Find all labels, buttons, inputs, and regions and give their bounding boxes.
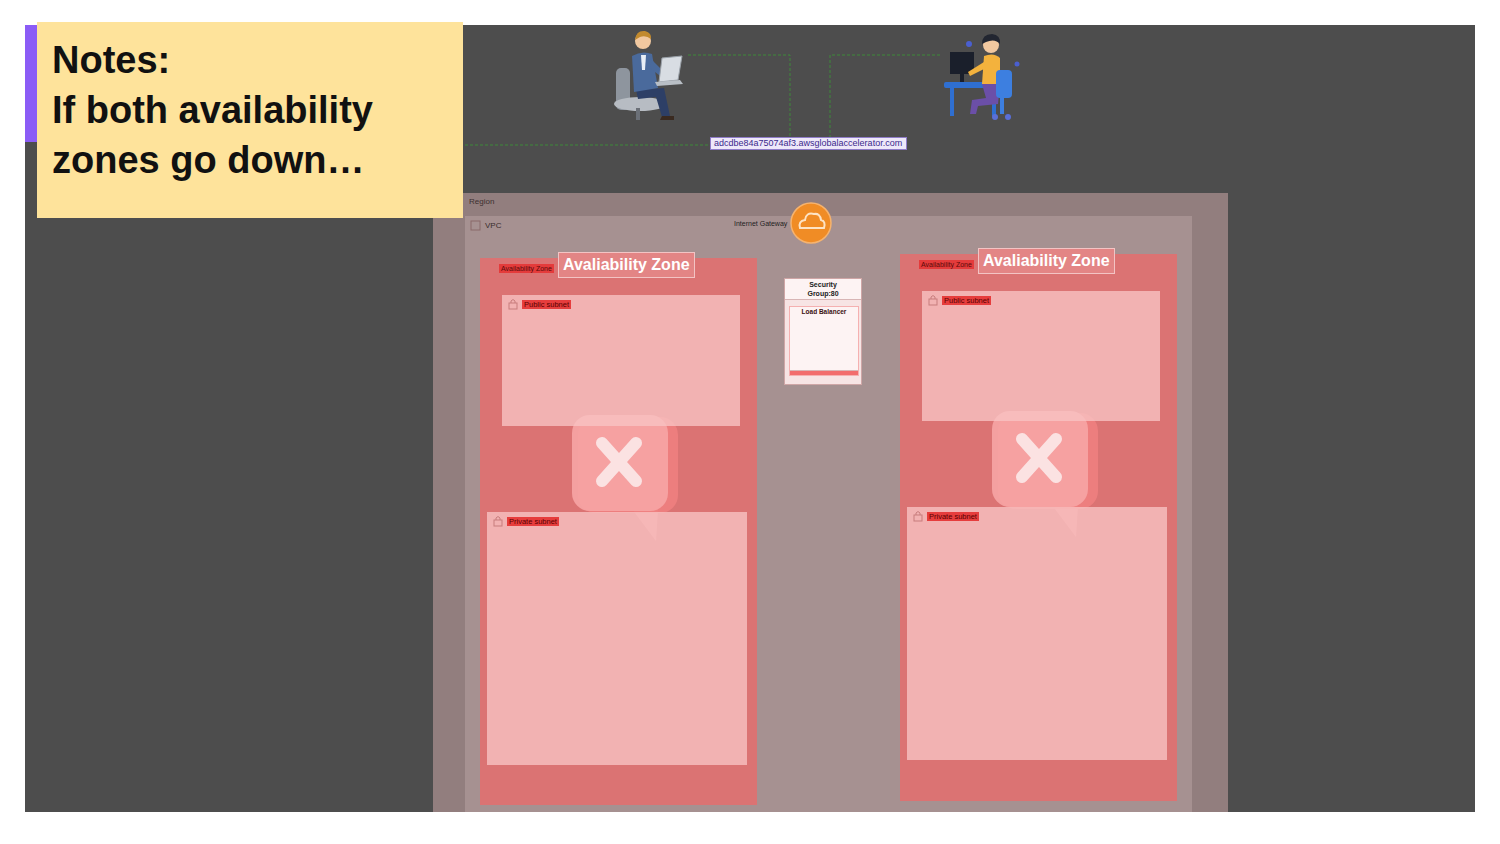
subnet-label: Public subnet bbox=[942, 296, 991, 305]
private-subnet: Private subnet bbox=[907, 507, 1167, 760]
availability-zone: Availability ZoneAvaliability ZonePublic… bbox=[480, 258, 757, 805]
url-label: adcdbe84a75074af3.awsglobalaccelerator.c… bbox=[714, 138, 903, 149]
dashed-links bbox=[465, 55, 940, 145]
gateway-icon bbox=[790, 202, 832, 244]
accent-bar bbox=[25, 25, 37, 142]
dashed-link bbox=[688, 55, 790, 137]
vpc-box: VPCInternet GatewayAvailability ZoneAval… bbox=[465, 216, 1192, 812]
subnet-label: Private subnet bbox=[507, 517, 559, 526]
subnet-label: Public subnet bbox=[522, 300, 571, 309]
subnet-label: Private subnet bbox=[927, 512, 979, 521]
public-subnet: Public subnet bbox=[502, 295, 740, 426]
zone-title: Avaliability Zone bbox=[558, 252, 695, 278]
lock-icon bbox=[507, 298, 519, 310]
public-subnet: Public subnet bbox=[922, 291, 1160, 421]
zone-title: Avaliability Zone bbox=[978, 248, 1115, 274]
availability-zone: Availability ZoneAvaliability ZonePublic… bbox=[900, 254, 1177, 801]
lock-icon bbox=[927, 294, 939, 306]
dashed-link bbox=[465, 145, 709, 146]
zone-tag: Availability Zone bbox=[919, 260, 974, 269]
vpc-label: VPC bbox=[485, 221, 501, 231]
load-balancer: Load Balancer bbox=[789, 306, 859, 376]
zone-tag: Availability Zone bbox=[499, 264, 554, 273]
lock-icon bbox=[912, 510, 924, 522]
security-group: Security Group:80Load Balancer bbox=[784, 278, 862, 385]
lock-icon bbox=[492, 515, 504, 527]
vpc-icon bbox=[470, 220, 481, 231]
dashed-link bbox=[830, 55, 940, 137]
region-label: Region bbox=[469, 197, 494, 207]
balancer-label: Load Balancer bbox=[790, 307, 858, 371]
private-subnet: Private subnet bbox=[487, 512, 747, 765]
person-desk bbox=[944, 34, 1020, 120]
note-heading: Notes: bbox=[52, 35, 449, 85]
group-label: Security Group:80 bbox=[785, 279, 861, 300]
gateway-label: Internet Gateway bbox=[734, 219, 787, 228]
note-body: If both availability zones go down… bbox=[52, 85, 449, 185]
note-box: Notes:If both availability zones go down… bbox=[37, 22, 463, 218]
url-box: adcdbe84a75074af3.awsglobalaccelerator.c… bbox=[710, 137, 907, 150]
internet-gateway: Internet Gateway bbox=[730, 202, 836, 244]
person-laptop bbox=[614, 31, 683, 120]
region-box: RegionVPC Internet GatewayAvailability Zo… bbox=[433, 193, 1228, 812]
